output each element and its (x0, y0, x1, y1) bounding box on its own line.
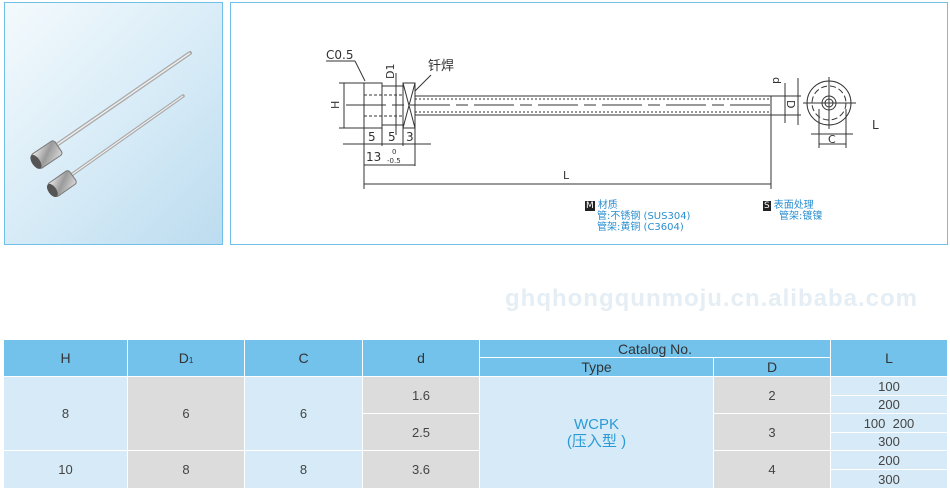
label-d: d (770, 77, 783, 84)
material-tube: 管:不锈钢 (SUS304) (597, 211, 691, 222)
header-D: D (714, 358, 830, 376)
surface-title: 表面处理 (773, 200, 814, 211)
label-chamfer: C0.5 (326, 48, 353, 62)
product-photo (4, 2, 223, 245)
header-d: d (363, 340, 479, 376)
dim-13: 13 (366, 150, 381, 164)
material-holder: 管架:黄铜 (C3604) (597, 222, 684, 233)
header-d1-text: D (178, 350, 189, 366)
dim-3: 3 (406, 130, 414, 144)
tol-upper: 0 (392, 148, 396, 156)
cell-c: 6 (245, 377, 362, 450)
cell-d1: 8 (128, 451, 244, 488)
cell-l: 200 (831, 396, 947, 413)
dim-5a: 5 (368, 130, 376, 144)
cell-l: 100 200 (831, 414, 947, 432)
label-D: D (784, 100, 797, 108)
header-d1-sub: 1 (188, 355, 194, 365)
technical-drawing: H C0.5 D1 钎焊 5 5 3 13 0 -0.5 L d D C L M… (230, 2, 948, 245)
label-c: C (828, 133, 836, 146)
pin-dimension-drawing: H C0.5 D1 钎焊 5 5 3 13 0 -0.5 L d D C L (326, 48, 879, 189)
dim-l: L (563, 169, 570, 182)
surface-holder: 管架:镀镍 (779, 211, 823, 222)
header-type: Type (480, 358, 713, 376)
type-subtitle: (压入型 ) (566, 432, 627, 450)
material-title: 材质 (597, 200, 618, 211)
cell-h: 10 (4, 451, 127, 488)
header-l: L (831, 340, 947, 376)
ejector-pin-illustration (30, 51, 192, 198)
type-code: WCPK (574, 415, 619, 433)
header-catalog: Catalog No. (480, 340, 830, 357)
cell-D: 3 (714, 414, 830, 450)
cell-l: 100 (831, 377, 947, 395)
watermark: ghqhongqunmoju.cn.alibaba.com (505, 285, 918, 312)
label-h: H (329, 101, 342, 109)
label-l-side: L (872, 118, 879, 132)
header-h: H (4, 340, 127, 376)
label-brazing: 钎焊 (428, 58, 454, 74)
cell-l: 200 (831, 451, 947, 469)
tol-lower: -0.5 (387, 157, 401, 165)
cell-l: 300 (831, 433, 947, 450)
cell-l: 300 (831, 470, 947, 488)
surface-badge: S (763, 201, 771, 211)
label-d1: D1 (384, 64, 397, 79)
cell-type: WCPK (压入型 ) (480, 377, 713, 488)
header-c: C (245, 340, 362, 376)
cell-c: 8 (245, 451, 362, 488)
cell-D: 4 (714, 451, 830, 488)
cell-h: 8 (4, 377, 127, 450)
dim-5b: 5 (388, 130, 396, 144)
cell-d: 3.6 (363, 451, 479, 488)
cell-D: 2 (714, 377, 830, 413)
cell-d: 1.6 (363, 377, 479, 413)
cell-d: 2.5 (363, 414, 479, 450)
cell-d1: 6 (128, 377, 244, 450)
material-badge: M (585, 201, 595, 211)
